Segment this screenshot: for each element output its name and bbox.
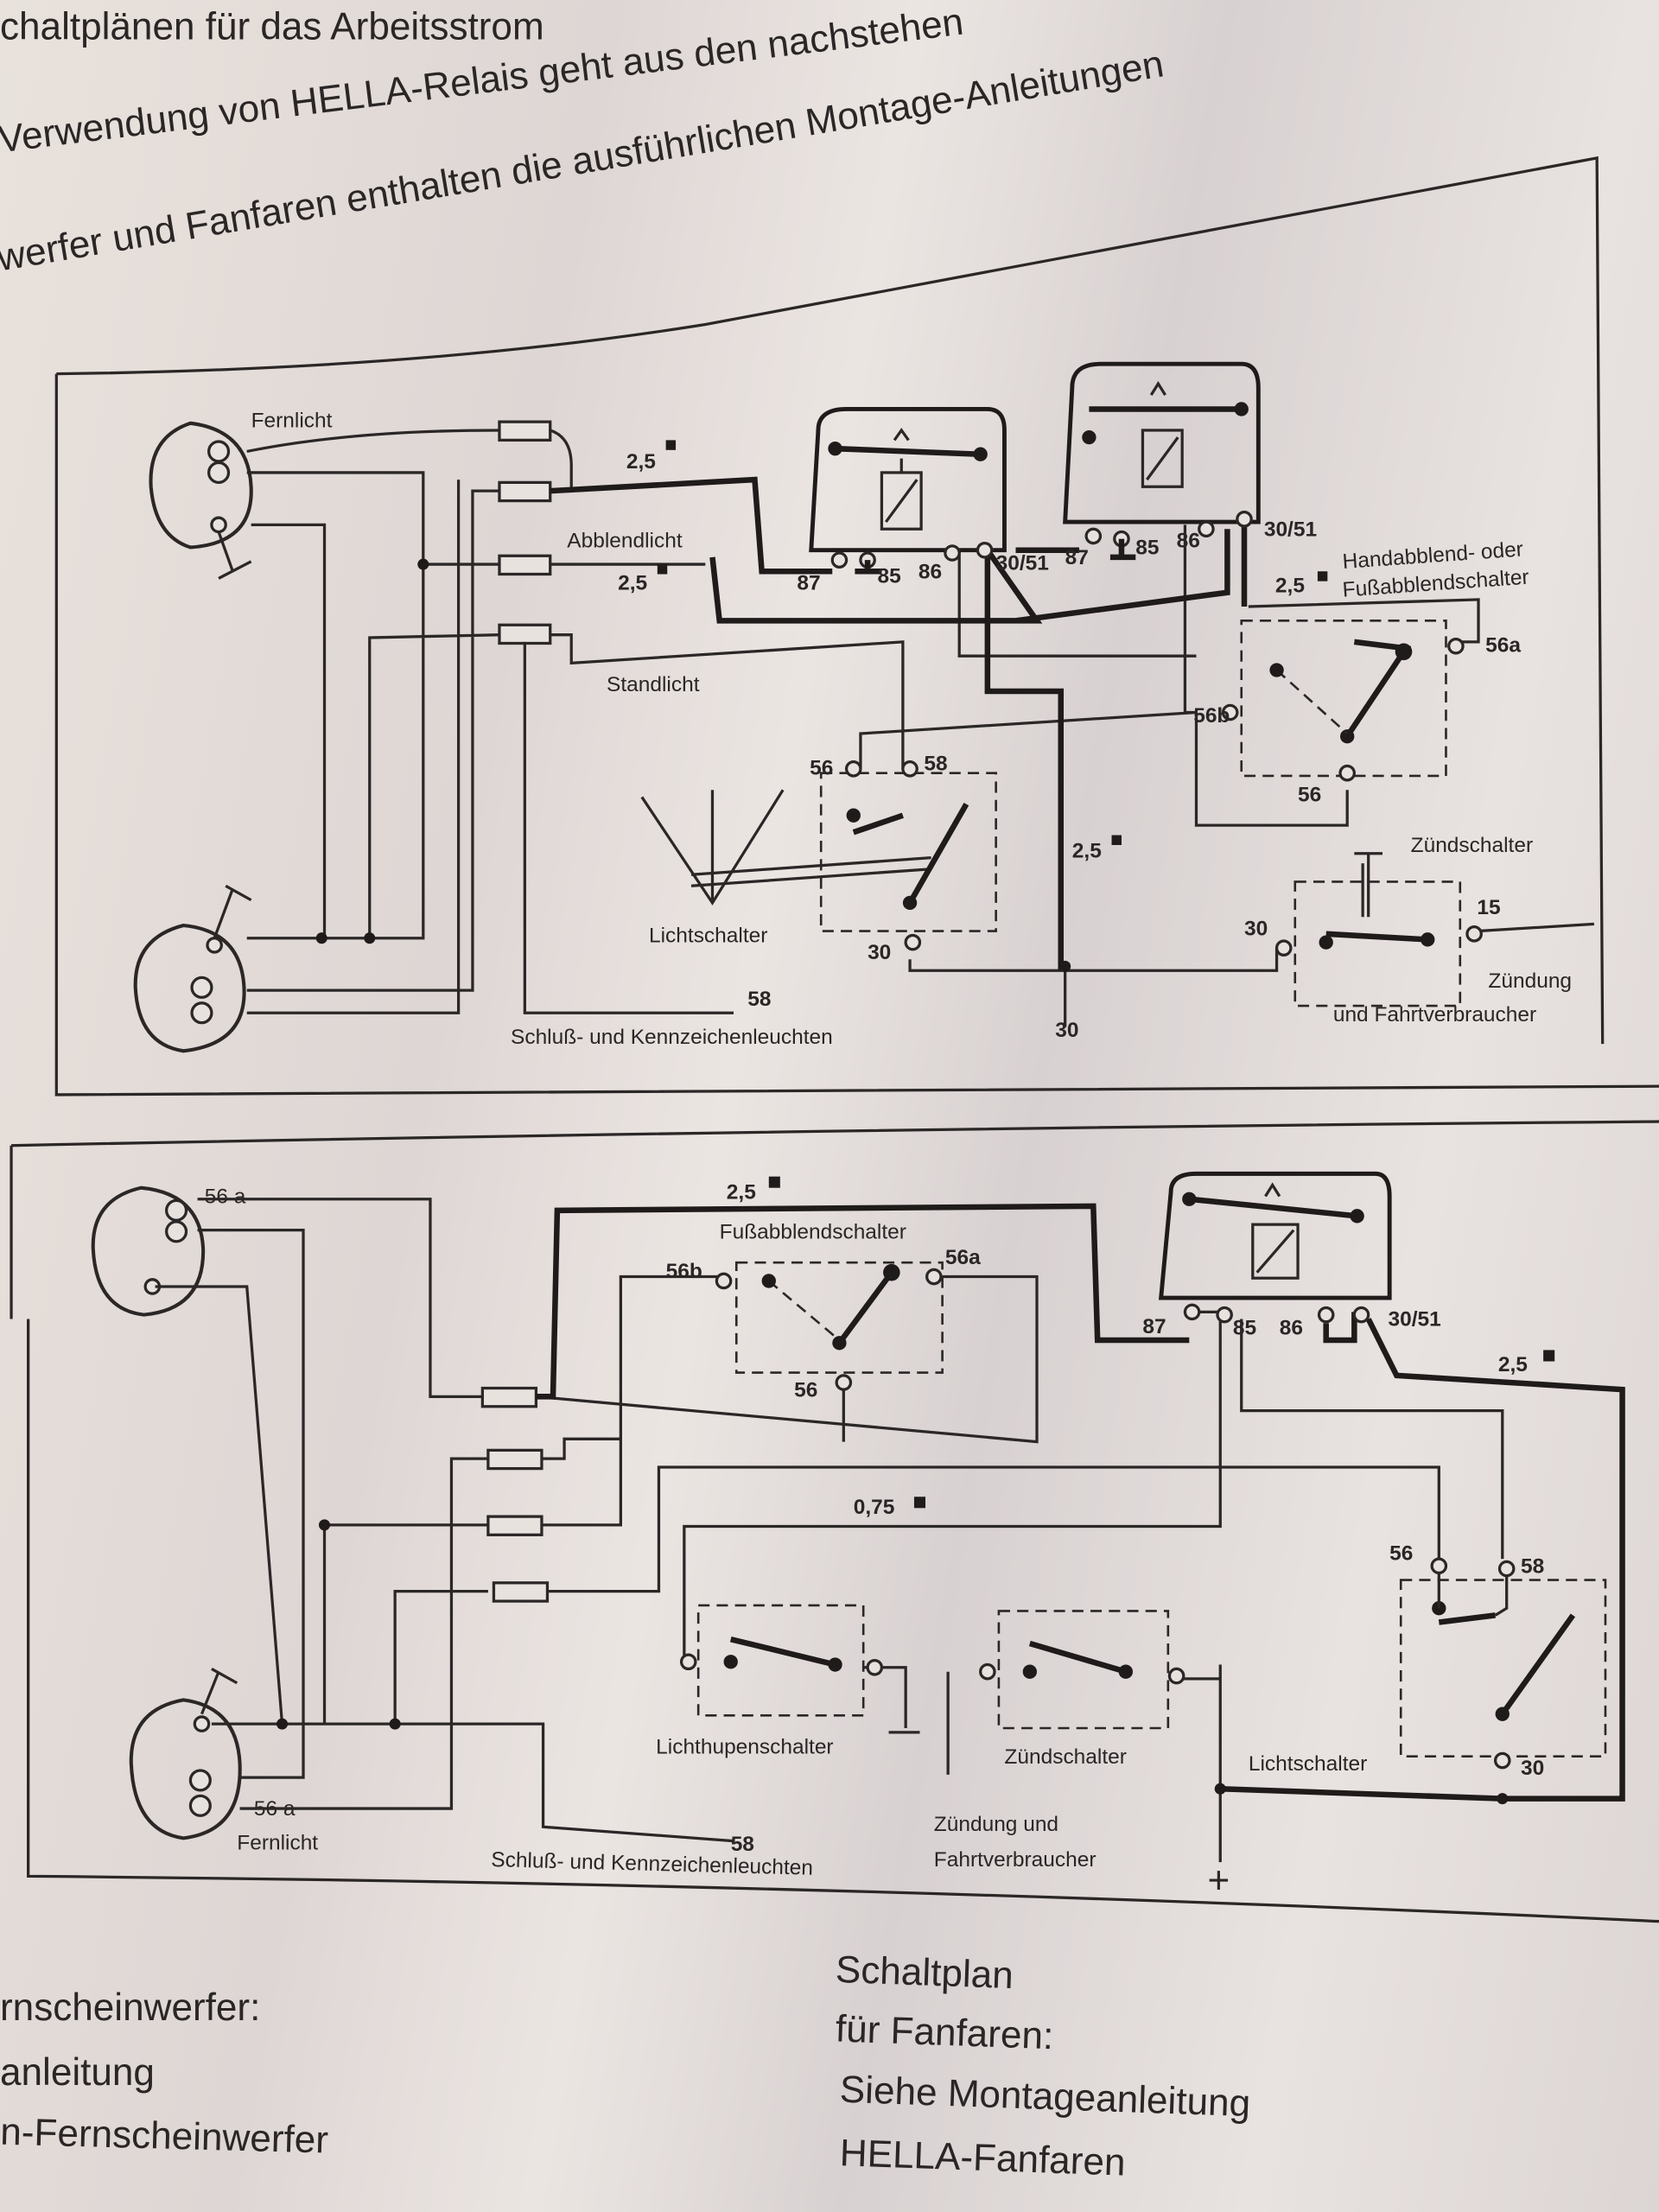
cross-section-4: 2,5: [1275, 575, 1305, 598]
fuse-4: [498, 623, 552, 645]
fuse-3: [498, 554, 552, 576]
footer-left-3: n-Fernscheinwerfer: [0, 2111, 329, 2162]
fuse-b1: [480, 1386, 538, 1408]
flash-switch: [679, 1604, 884, 1717]
footer-text: rnscheinwerfer: anleitung n-Fernscheinwe…: [0, 1948, 1251, 2184]
lightswitch-terminal-58: 58: [924, 752, 947, 775]
cross-section-b3: 0,75: [854, 1496, 895, 1519]
ignition-terminal-30: 30: [1244, 917, 1268, 940]
relay1-terminal-87: 87: [797, 571, 820, 594]
fuse-1: [498, 420, 552, 442]
lightswitch-b-terminal-30: 30: [1521, 1757, 1544, 1780]
fuse-b3: [486, 1515, 543, 1536]
lightswitch-b-terminal-58: 58: [1521, 1554, 1544, 1578]
lamp-top-terminal-56a: 56 a: [205, 1185, 246, 1209]
footdimmer-terminal-56: 56: [794, 1378, 817, 1402]
footer-left-1: rnscheinwerfer:: [0, 1986, 260, 2029]
footer-right-4: HELLA-Fanfaren: [839, 2132, 1126, 2184]
relay-b-terminal-30-51: 30/51: [1389, 1308, 1441, 1332]
relay-b-terminal-87: 87: [1142, 1315, 1166, 1338]
light-switch-top: [640, 760, 997, 951]
tail-terminal-58: 58: [747, 988, 771, 1011]
label-schlussleuchten-bottom: Schluß- und Kennzeichenleuchten: [491, 1848, 813, 1880]
cross-section-3: 2,5: [1072, 840, 1102, 863]
label-fernlicht-bottom: Fernlicht: [237, 1831, 318, 1854]
lightswitch-terminal-56: 56: [810, 756, 833, 779]
label-standlicht: Standlicht: [607, 673, 700, 696]
headlamp-top-b: [91, 1185, 206, 1317]
label-plus: +: [1208, 1859, 1230, 1902]
headlamp-bottom: [133, 884, 252, 1053]
label-fernlicht: Fernlicht: [251, 410, 333, 433]
light-switch-bottom: [1399, 1557, 1607, 1770]
headlamp-bottom-b: [129, 1668, 242, 1840]
label-lichtschalter-bottom: Lichtschalter: [1249, 1752, 1367, 1776]
lightswitch-b-terminal-56: 56: [1389, 1542, 1413, 1566]
header-line-1: chaltplänen für das Arbeitsstrom: [0, 6, 544, 48]
relay1-terminal-85: 85: [878, 564, 901, 588]
ignition-switch-bottom: [979, 1610, 1185, 1730]
label-zuendung-und: Zündung und: [934, 1813, 1058, 1836]
footdimmer-terminal-56a: 56a: [945, 1246, 981, 1269]
fuse-b4: [492, 1581, 550, 1603]
cross-section-2: 2,5: [618, 571, 647, 594]
label-schlussleuchten-top: Schluß- und Kennzeichenleuchten: [511, 1026, 833, 1049]
dimmer-terminal-56a: 56a: [1485, 633, 1521, 657]
relay2-terminal-85: 85: [1135, 537, 1159, 560]
cross-section-1: 2,5: [626, 450, 656, 474]
relay2-terminal-86: 86: [1177, 529, 1200, 552]
dimmer-terminal-56b: 56b: [1193, 704, 1230, 728]
label-lichtschalter-top: Lichtschalter: [649, 925, 767, 948]
lightswitch-terminal-30: 30: [868, 941, 891, 964]
headlamp-top: [149, 421, 253, 580]
label-lichthupenschalter: Lichthupenschalter: [656, 1735, 833, 1758]
diagram-bottom: 56 a 56 a Fernlicht 2,5 2,5 0,75 Fußabbl…: [10, 1120, 1659, 1923]
relay-b-terminal-85: 85: [1233, 1316, 1256, 1339]
label-fahrtverbraucher: und Fahrtverbraucher: [1333, 1003, 1536, 1027]
frame-bottom-diagram: [10, 1120, 1659, 1923]
footer-right-3: Siehe Montageanleitung: [839, 2069, 1251, 2126]
cross-section-b1: 2,5: [727, 1181, 756, 1205]
footdimmer-terminal-56b: 56b: [666, 1260, 702, 1283]
footer-right-2: für Fanfaren:: [835, 2007, 1054, 2057]
tail-terminal-b-58: 58: [731, 1833, 754, 1856]
relay-2: [1063, 361, 1261, 561]
footer-right-1: Schaltplan: [835, 1948, 1014, 1997]
dimmer-switch: [1221, 620, 1465, 782]
header-text: chaltplänen für das Arbeitsstrom Verwend…: [0, 1, 1166, 280]
label-zuendschalter-bottom: Zündschalter: [1004, 1745, 1126, 1769]
ignition-terminal-15: 15: [1477, 896, 1500, 919]
label-abblendlicht: Abblendlicht: [567, 529, 683, 552]
label-zuendung: Zündung: [1488, 969, 1572, 993]
battery-terminal-30: 30: [1055, 1019, 1078, 1042]
label-fahrtverbraucher-bottom: Fahrtverbraucher: [934, 1848, 1096, 1872]
relay1-terminal-86: 86: [918, 560, 942, 583]
dimmer-terminal-56: 56: [1298, 783, 1321, 806]
frame-top-diagram: [54, 156, 1659, 1096]
label-zuendschalter-top: Zündschalter: [1411, 834, 1533, 857]
cross-section-b2: 2,5: [1498, 1353, 1528, 1376]
relay-b-terminal-86: 86: [1280, 1316, 1303, 1339]
relay2-terminal-87: 87: [1065, 546, 1089, 569]
relay1-terminal-30-51: 30/51: [996, 552, 1049, 575]
foot-dimmer-switch: [715, 1261, 944, 1391]
relay-bottom: [1158, 1171, 1392, 1324]
fuse-2: [498, 480, 552, 503]
relay2-terminal-30-51: 30/51: [1264, 518, 1317, 541]
ignition-switch-top: [1274, 852, 1483, 1007]
relay-1: [809, 407, 1007, 575]
footer-left-2: anleitung: [0, 2051, 155, 2094]
label-fussabblendschalter: Fußabblendschalter: [720, 1220, 906, 1243]
fuse-b2: [486, 1448, 543, 1471]
diagram-top: Fernlicht 87 85 86 30/51 8: [54, 156, 1659, 1096]
